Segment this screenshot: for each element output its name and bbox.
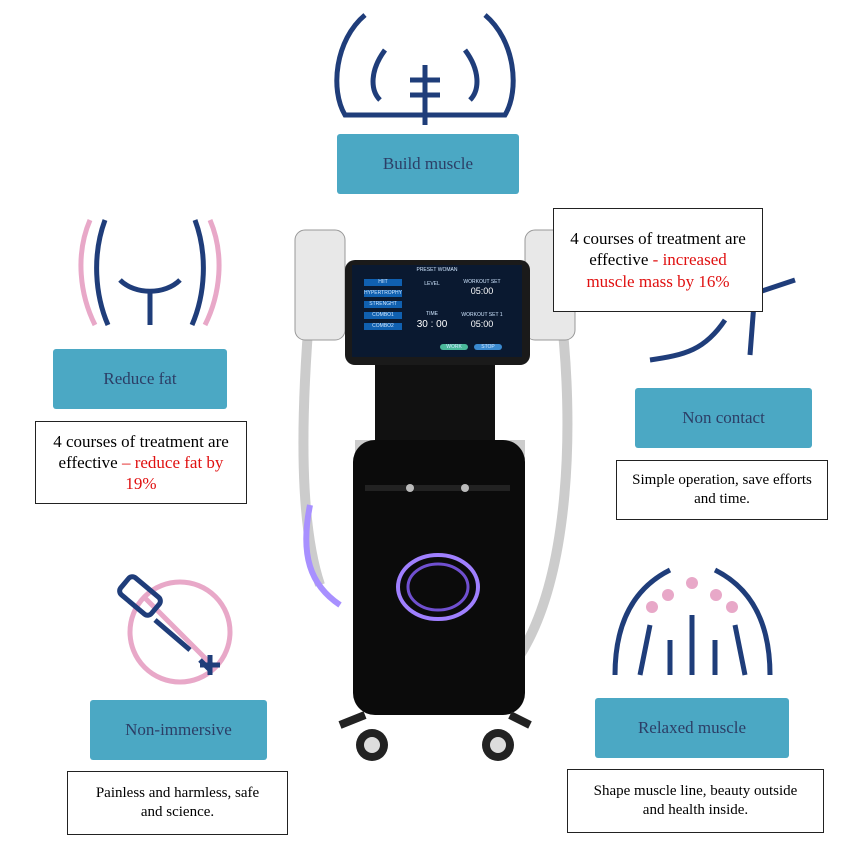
build-muscle-icon [334,13,516,125]
screen-title: PRESET WOMAN [416,267,458,273]
non-immersive-label: Non-immersive [90,700,267,760]
workout-set-value: 05:00 [470,286,494,296]
program-combo2[interactable]: COMBO2 [364,323,402,330]
workout-set: WORKOUT SET [463,279,501,285]
muscle-mass-note: 4 courses of treatment are effective - i… [553,208,763,312]
non-contact-label: Non contact [635,388,812,448]
time-label: TIME [426,311,438,317]
workout-set-1: WORKOUT SET 1 [461,312,503,318]
device-screen: PRESET WOMAN HIIT HYPERTROPHY STRENGHT C… [352,265,522,357]
program-combo1[interactable]: COMBO1 [364,312,402,319]
level-label: LEVEL [424,281,440,287]
relaxed-muscle-note: Shape muscle line, beauty outside and he… [567,769,824,833]
work-button[interactable]: WORK [440,344,468,350]
time-value: 30 : 00 [416,319,448,330]
non-contact-note: Simple operation, save efforts and time. [616,460,828,520]
non-immersive-icon [117,574,233,685]
program-strength[interactable]: STRENGHT [364,301,402,308]
workout-set-1-value: 05:00 [470,319,494,329]
reduce-fat-note: 4 courses of treatment are effective – r… [35,421,247,504]
relaxed-muscle-label: Relaxed muscle [595,698,789,758]
reduce-fat-icon [78,219,222,327]
program-hiit[interactable]: HIIT [364,279,402,286]
relaxed-muscle-icon [612,567,773,676]
stop-button[interactable]: STOP [474,344,502,350]
build-muscle-label: Build muscle [337,134,519,194]
reduce-fat-label: Reduce fat [53,349,227,409]
non-immersive-note: Painless and harmless, safe and science. [67,771,288,835]
program-hypertrophy[interactable]: HYPERTROPHY [364,290,402,297]
